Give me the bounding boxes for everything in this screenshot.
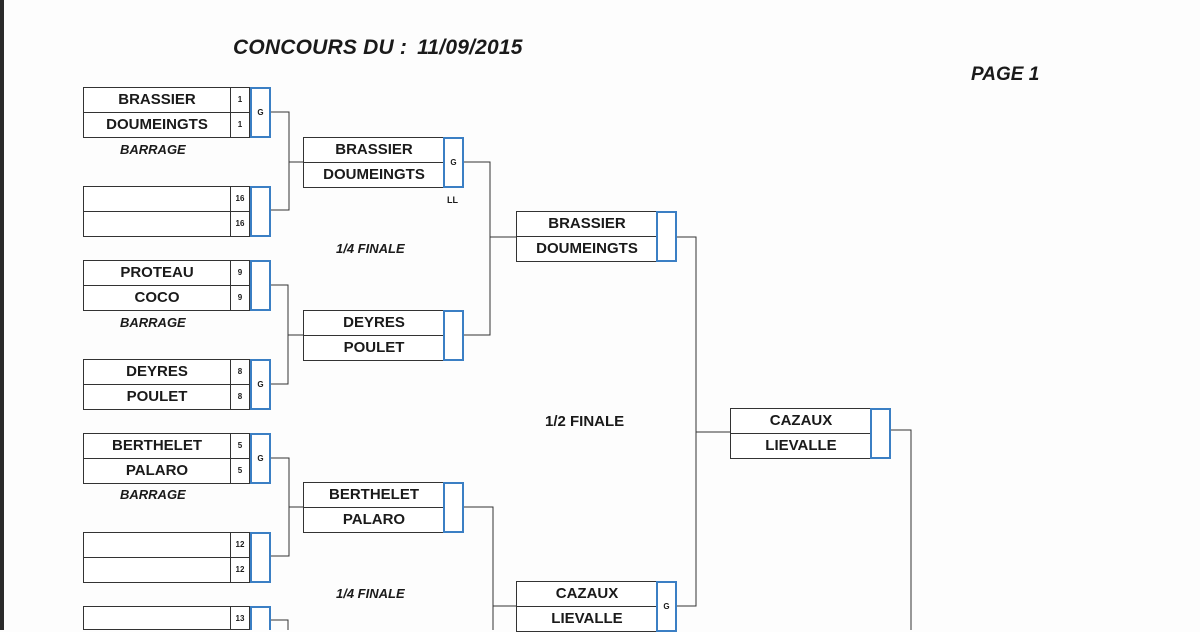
result-box	[250, 532, 271, 583]
result-box: G	[250, 359, 271, 410]
seed-number: 12	[230, 557, 250, 583]
page-edge	[0, 0, 4, 630]
result-box: G	[443, 137, 464, 188]
seed-number: 16	[230, 186, 250, 212]
quarter-final-label: 1/4 FINALE	[336, 586, 405, 601]
ll-note: LL	[447, 195, 458, 205]
seed-number: 12	[230, 532, 250, 558]
team-name: CAZAUX	[516, 581, 658, 607]
semi-final-label: 1/2 FINALE	[545, 413, 625, 430]
quarter-final-label: 1/4 FINALE	[336, 241, 405, 256]
barrage-note: BARRAGE	[120, 142, 186, 157]
team-name: PALARO	[303, 507, 445, 533]
result-box	[443, 482, 464, 533]
team-name: BERTHELET	[303, 482, 445, 508]
team-name: DOUMEINGTS	[516, 236, 658, 262]
barrage-note: BARRAGE	[120, 315, 186, 330]
team-name: BRASSIER	[516, 211, 658, 237]
team-name: PALARO	[83, 458, 231, 484]
seed-number: 13	[230, 606, 250, 630]
result-box	[443, 310, 464, 361]
result-box	[250, 606, 271, 630]
result-box	[250, 260, 271, 311]
team-name	[83, 211, 231, 237]
seed-number: 5	[230, 433, 250, 459]
barrage-note: BARRAGE	[120, 487, 186, 502]
result-box	[250, 186, 271, 237]
seed-number: 16	[230, 211, 250, 237]
page-title: CONCOURS DU :11/09/2015	[233, 36, 523, 59]
seed-number: 9	[230, 260, 250, 286]
team-name: DOUMEINGTS	[303, 162, 445, 188]
seed-number: 1	[230, 87, 250, 113]
result-box	[870, 408, 891, 459]
seed-number: 9	[230, 285, 250, 311]
seed-number: 1	[230, 112, 250, 138]
team-name: BRASSIER	[303, 137, 445, 163]
team-name: POULET	[303, 335, 445, 361]
team-name: DOUMEINGTS	[83, 112, 231, 138]
team-name: COCO	[83, 285, 231, 311]
team-name	[83, 606, 231, 630]
team-name: CAZAUX	[730, 408, 872, 434]
team-name	[83, 186, 231, 212]
team-name: BRASSIER	[83, 87, 231, 113]
team-name: DEYRES	[83, 359, 231, 385]
seed-number: 5	[230, 458, 250, 484]
team-name: DEYRES	[303, 310, 445, 336]
team-name: BERTHELET	[83, 433, 231, 459]
competition-date: 11/09/2015	[417, 36, 523, 59]
team-name	[83, 557, 231, 583]
result-box: G	[250, 87, 271, 138]
team-name	[83, 532, 231, 558]
team-name: LIEVALLE	[730, 433, 872, 459]
seed-number: 8	[230, 384, 250, 410]
result-box: G	[656, 581, 677, 632]
team-name: LIEVALLE	[516, 606, 658, 632]
page-number: PAGE 1	[971, 64, 1040, 85]
result-box: G	[250, 433, 271, 484]
seed-number: 8	[230, 359, 250, 385]
team-name: PROTEAU	[83, 260, 231, 286]
result-box	[656, 211, 677, 262]
team-name: POULET	[83, 384, 231, 410]
